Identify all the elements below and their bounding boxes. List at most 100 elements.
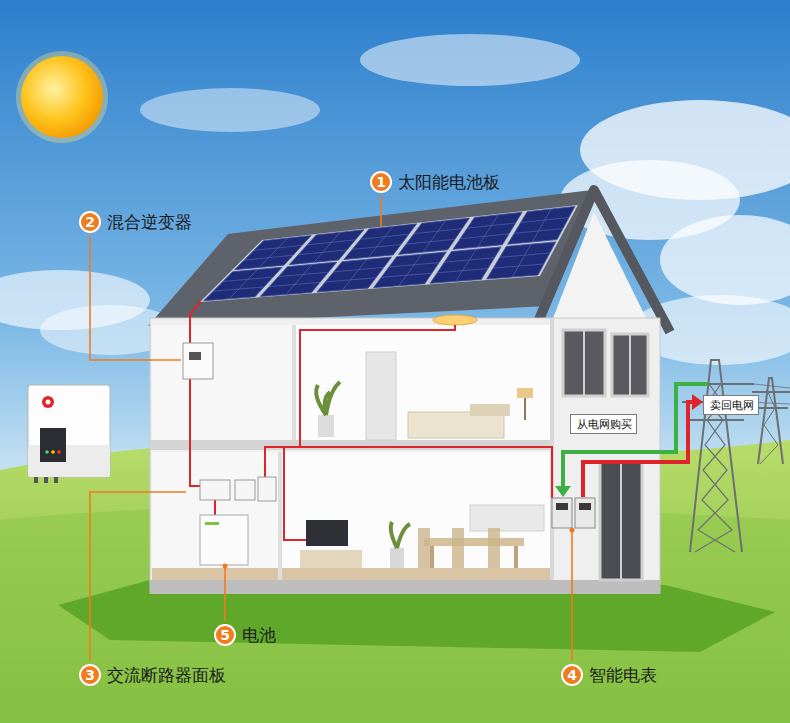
house — [282, 452, 550, 580]
inverter-product — [51, 450, 55, 454]
grass-field — [0, 440, 790, 723]
inverter-product — [28, 385, 110, 477]
callout: 1 太阳能电池板 — [370, 171, 500, 193]
furniture — [424, 538, 524, 546]
house — [629, 334, 631, 396]
part-name: 混合逆变器 — [107, 211, 192, 233]
equipment — [183, 343, 213, 379]
label-box: 卖回电网 — [703, 395, 759, 415]
inverter-product — [45, 450, 49, 454]
power-tower — [755, 407, 788, 409]
power-tower — [752, 391, 790, 393]
panel-line — [259, 238, 287, 267]
clouds — [660, 215, 790, 305]
panel-line — [423, 221, 445, 252]
furniture — [306, 520, 348, 546]
inverter-product — [40, 428, 66, 462]
furniture — [433, 315, 477, 325]
furniture — [430, 546, 434, 568]
callout: 5 电池 — [214, 624, 276, 646]
panel-line — [399, 254, 421, 285]
power-tower — [686, 419, 744, 421]
furniture — [390, 548, 404, 568]
panel-line — [342, 259, 366, 290]
grass-field — [58, 580, 775, 652]
equipment — [183, 343, 595, 565]
red-wires — [190, 300, 202, 343]
power-tower — [676, 360, 790, 552]
solar-panels — [200, 205, 578, 302]
house — [150, 318, 660, 593]
clouds — [140, 88, 320, 132]
panel-line — [478, 215, 499, 247]
leader-dots — [223, 252, 575, 569]
clouds — [360, 34, 580, 86]
furniture — [300, 550, 362, 568]
callout-number: 2 — [79, 211, 101, 233]
house — [563, 330, 605, 396]
equipment — [189, 352, 201, 360]
furniture — [318, 415, 334, 437]
leader-dots — [223, 564, 228, 569]
house — [583, 330, 585, 396]
furniture — [452, 528, 464, 568]
panel-line — [229, 269, 257, 298]
callout-number: 4 — [561, 664, 583, 686]
equipment — [200, 515, 248, 565]
house — [150, 580, 660, 594]
panel-line — [532, 209, 551, 242]
equipment — [575, 498, 595, 528]
power-tower — [754, 384, 790, 388]
house — [278, 452, 282, 580]
part-name: 电池 — [242, 624, 276, 646]
leader-dots — [570, 528, 575, 533]
furniture — [366, 352, 396, 440]
flow-label: 从电网购买 — [577, 418, 630, 432]
furniture — [514, 546, 518, 568]
furniture — [470, 505, 544, 531]
red-wires — [190, 379, 200, 486]
panel-line — [456, 249, 477, 281]
furniture — [470, 404, 510, 416]
red-wires — [300, 325, 455, 447]
furniture — [524, 398, 526, 420]
callout-number: 1 — [370, 171, 392, 193]
inverter-product — [28, 385, 110, 483]
house — [296, 325, 550, 440]
panel-line — [286, 264, 312, 294]
house — [612, 334, 648, 396]
equipment — [556, 503, 568, 510]
power-tower — [690, 360, 742, 552]
inverter-product — [46, 400, 51, 405]
flow-label: 卖回电网 — [710, 399, 752, 413]
power-tower — [758, 378, 783, 464]
red-wires — [190, 300, 552, 540]
grid-flow-arrows — [692, 394, 703, 410]
solar-cell — [289, 230, 364, 265]
part-name: 智能电表 — [589, 664, 657, 686]
inverter-product — [44, 477, 48, 483]
house — [620, 462, 622, 580]
inverter-product — [54, 477, 58, 483]
equipment — [200, 480, 230, 500]
leader-lines — [90, 492, 186, 661]
red-wires — [214, 500, 216, 515]
red-wires — [284, 447, 306, 540]
callout: 2 混合逆变器 — [79, 211, 192, 233]
inverter-product — [42, 396, 54, 408]
furniture — [316, 382, 340, 415]
house — [152, 325, 292, 440]
part-name: 交流断路器面板 — [107, 664, 226, 686]
leader-lines — [224, 568, 226, 621]
sun — [16, 51, 108, 143]
house — [292, 325, 296, 440]
furniture — [391, 522, 410, 548]
callout-number: 5 — [214, 624, 236, 646]
furniture — [488, 528, 500, 568]
panel-line — [368, 226, 392, 257]
equipment — [552, 498, 572, 528]
grass-field — [0, 440, 790, 723]
part-name: 太阳能电池板 — [398, 171, 500, 193]
